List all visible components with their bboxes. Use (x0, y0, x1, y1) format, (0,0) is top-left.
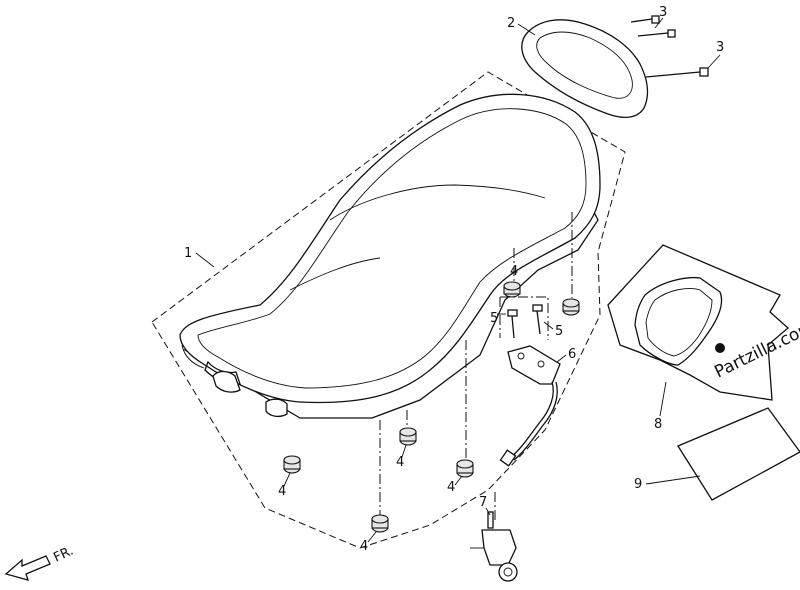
grommet-e (371, 459, 474, 533)
screw-b (532, 304, 543, 335)
callout-grommet-d: 4 (447, 480, 455, 495)
cover (607, 244, 789, 401)
callout-grommet-c: 4 (278, 484, 286, 499)
callout-label: 9 (634, 477, 642, 492)
callout-cover: 8 (654, 417, 662, 432)
lock-assembly (470, 511, 518, 582)
grommet-b (562, 298, 580, 316)
screw-a (507, 309, 518, 339)
warning-label (677, 407, 800, 501)
callout-bolt-b: 3 (716, 40, 724, 55)
bolt-b (645, 67, 709, 78)
bolt-a (630, 15, 676, 38)
callout-screw-b: 5 (555, 324, 563, 339)
callout-seat: 1 (184, 246, 192, 261)
grommet-d (283, 455, 301, 474)
grommet-a (503, 281, 521, 298)
assembly-boundary (151, 71, 626, 549)
callout-bolt-a: 3 (659, 5, 667, 20)
backrest (521, 19, 649, 119)
grommet-c (399, 427, 417, 446)
front-arrow-icon (4, 555, 51, 581)
seat (179, 93, 601, 419)
callout-backrest: 2 (507, 16, 515, 31)
direction-label: FR. (51, 543, 76, 565)
callout-lock: 7 (479, 495, 487, 510)
latch-bracket (499, 345, 561, 467)
callout-screw-a: 5 (490, 311, 498, 326)
callout-grommet-e: 4 (360, 539, 368, 554)
callout-latch-bracket: 6 (568, 347, 576, 362)
callout-grommet-b: 4 (396, 455, 404, 470)
